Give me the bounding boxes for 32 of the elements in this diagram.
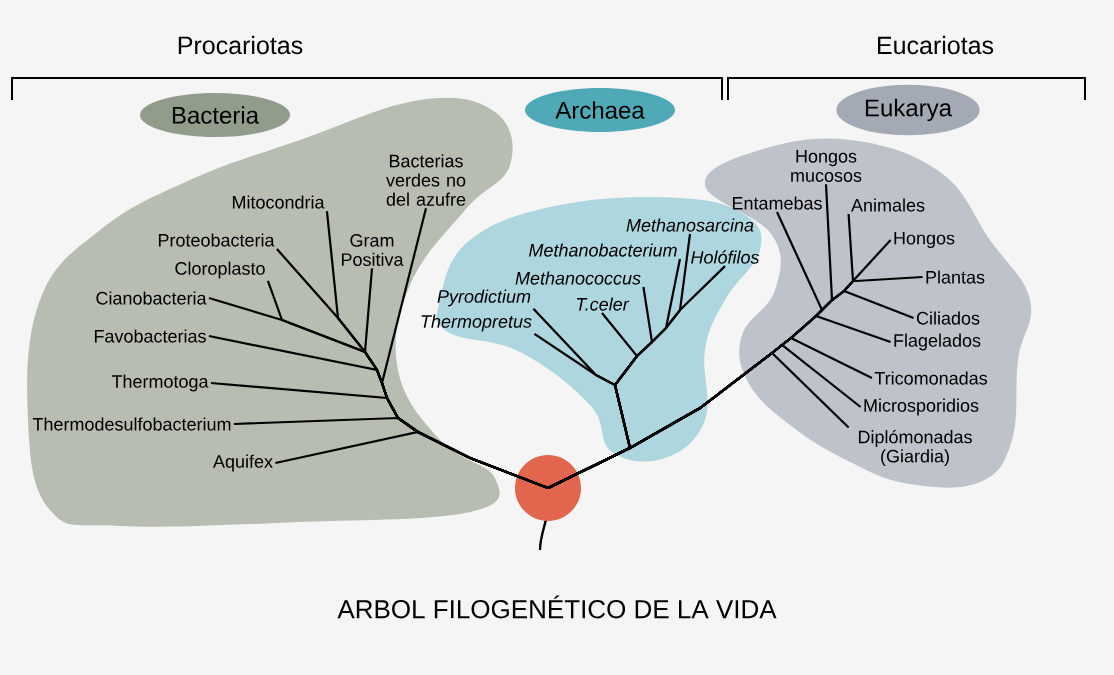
taxon-label: Methanococcus (515, 271, 641, 285)
taxon-label: Entamebas (732, 196, 822, 210)
taxon-label: Hongos (894, 231, 955, 249)
taxon-label: Gram Positiva (341, 234, 404, 266)
taxon-label: Thermotoga (111, 374, 209, 392)
tree-branch (275, 430, 549, 490)
taxon-label: Cloroplasto (175, 261, 265, 279)
taxon-label: Methanobacterium (529, 243, 677, 257)
taxon-label: Mitocondria (232, 195, 325, 209)
taxon-label: Cianobacteria (96, 291, 207, 305)
taxon-label: Plantas (926, 270, 985, 284)
taxon-label: Proteobacteria (158, 233, 275, 247)
title: ARBOL FILOGENÉTICO DE LA VIDA (337, 595, 777, 619)
taxon-label: Animales (851, 198, 925, 212)
root-circle (515, 455, 581, 521)
group-label: Procariotas (178, 35, 303, 55)
taxon-label: Tricomonadas (874, 371, 988, 385)
taxon-label: Diplómonadas (Giardia) (858, 429, 972, 467)
taxon-label: Ciliados (916, 311, 980, 325)
taxon-label: Aquifex (213, 454, 273, 472)
taxon-label: Favobacterias (94, 329, 206, 343)
taxon-label: Methanosarcina (626, 218, 754, 232)
taxon-label: T.celer (576, 297, 630, 311)
taxon-label: Thermodesulfobacterium (32, 417, 231, 431)
group-label: Eucariotas (878, 35, 994, 55)
taxon-label: Microsporidios (864, 398, 979, 416)
taxon-label: Bacterias verdes no del azufre (386, 154, 466, 206)
taxon-label: Holófilos (691, 250, 760, 264)
taxon-label: Thermopretus (421, 314, 532, 332)
taxon-label: Pyrodictium (437, 289, 531, 307)
taxon-label: Flagelados (894, 333, 981, 351)
taxon-label: Hongos mucosos (791, 150, 862, 182)
